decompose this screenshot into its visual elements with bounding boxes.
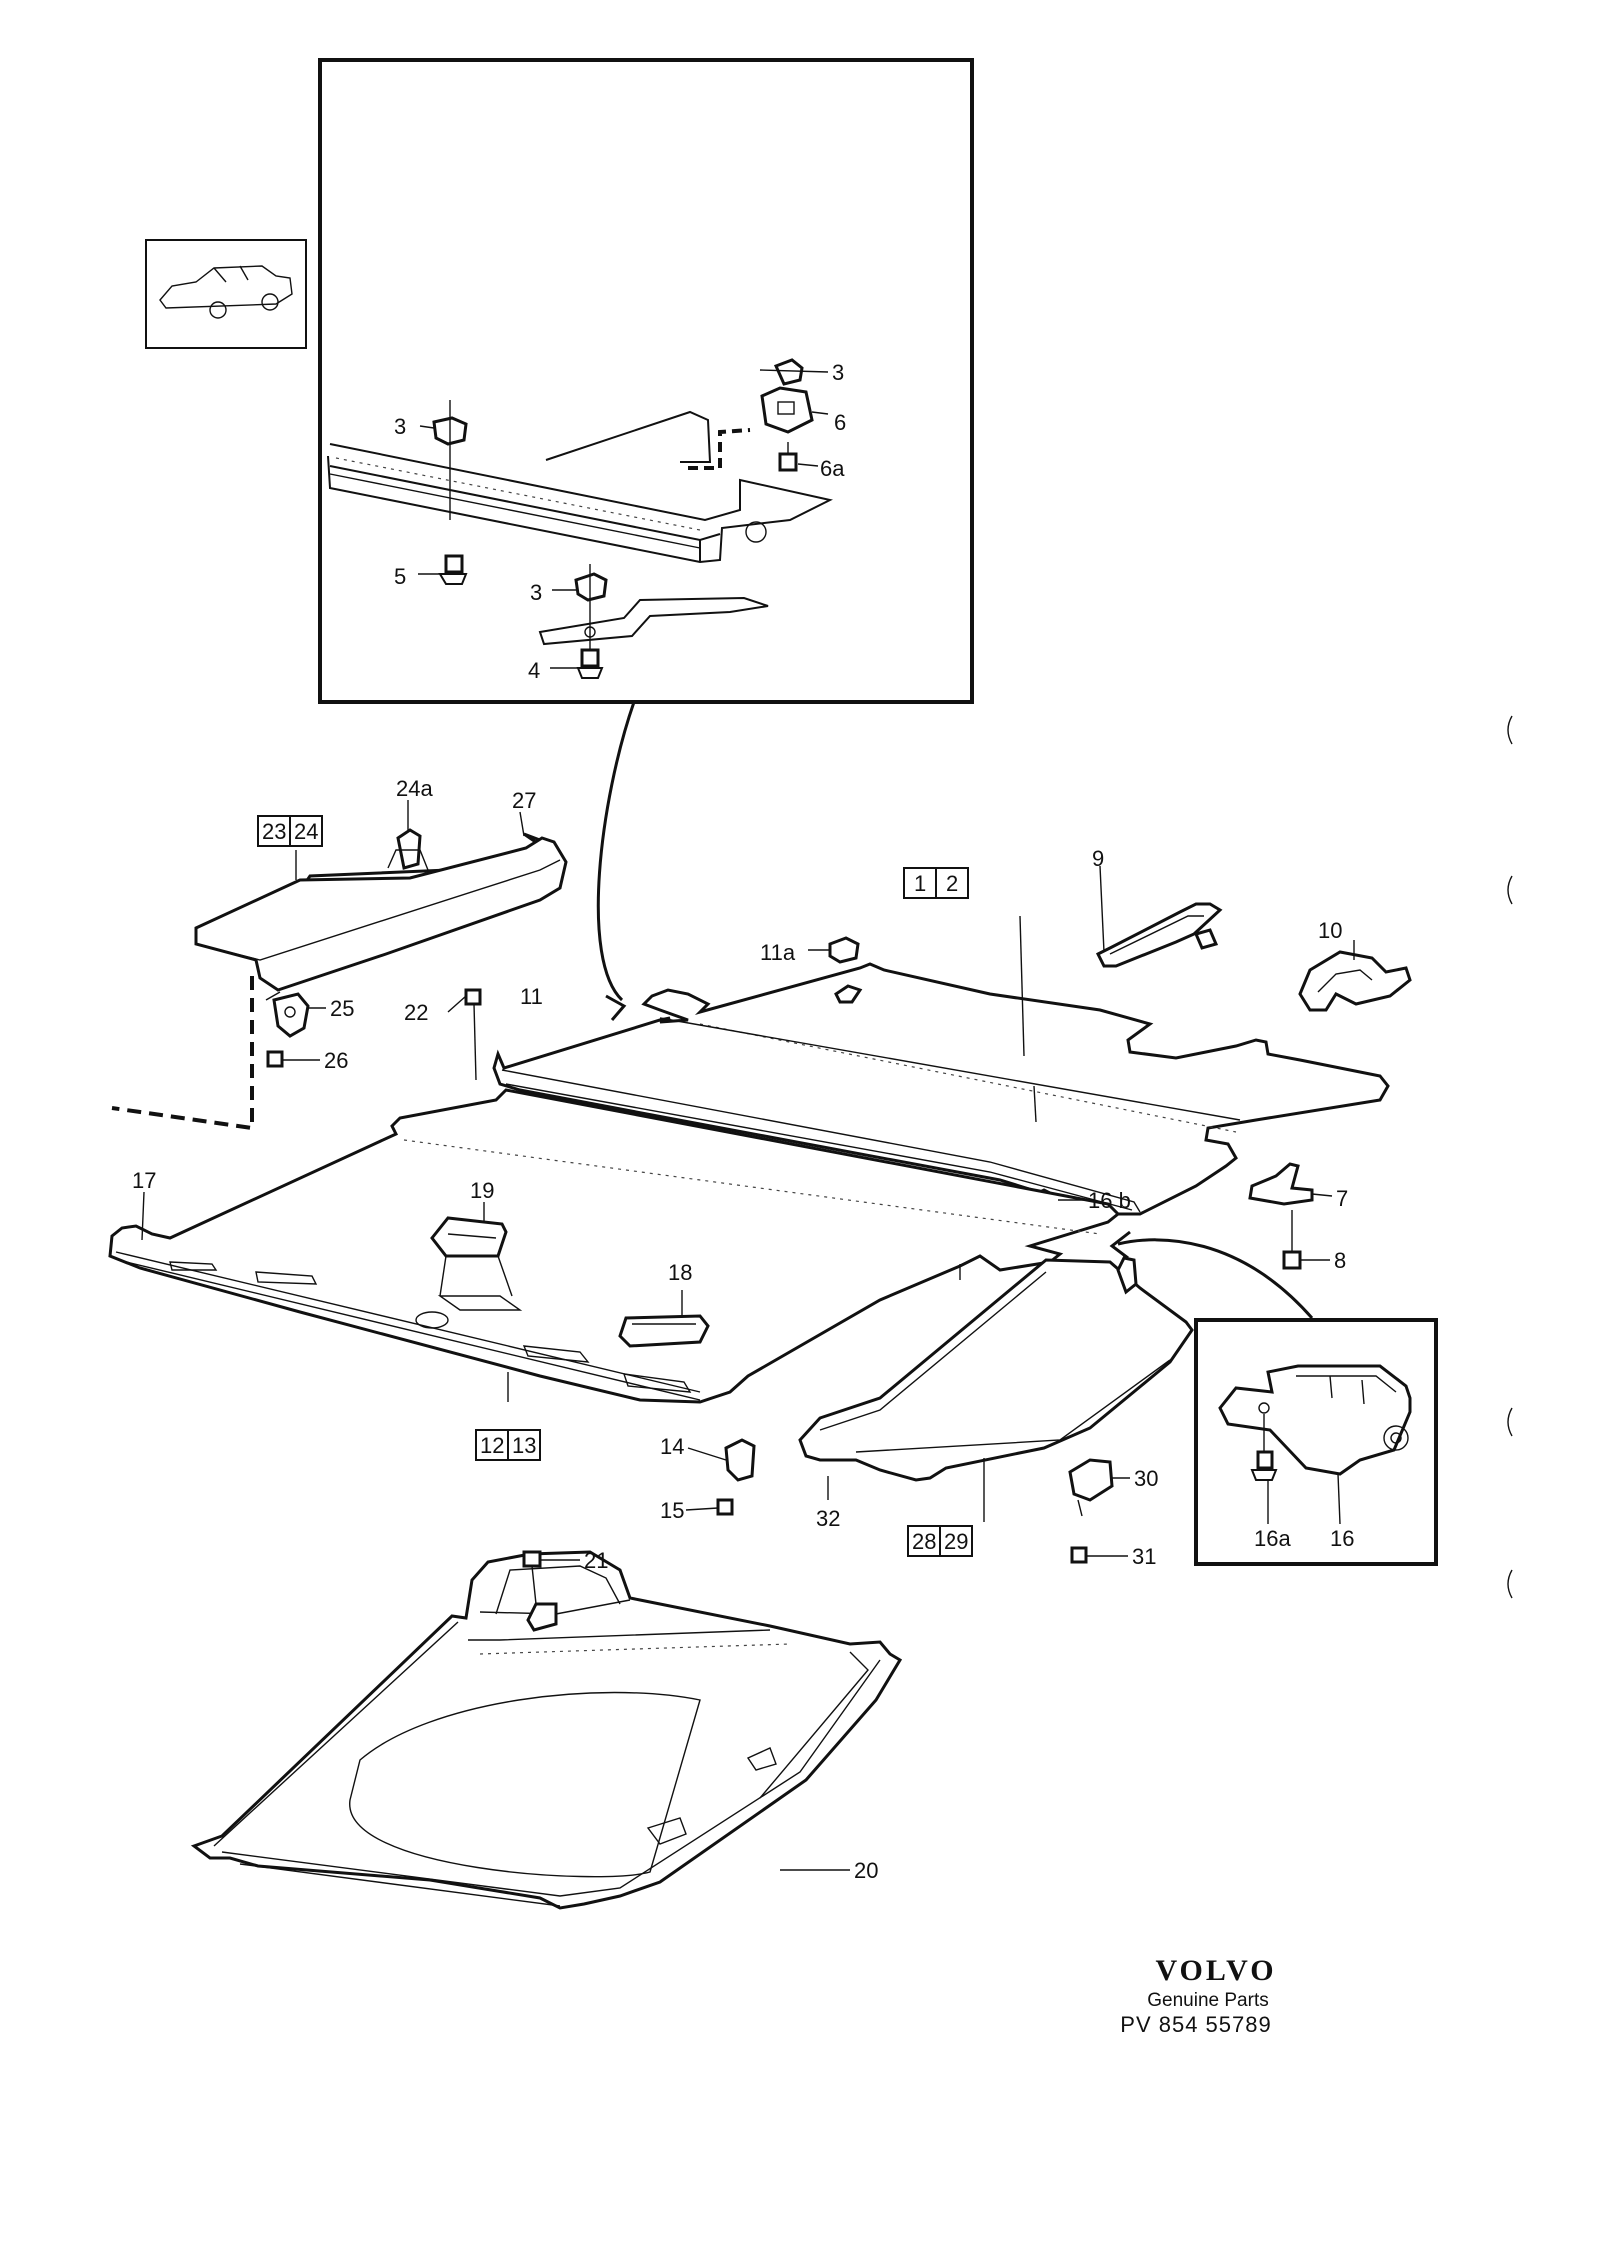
callout-16b: 16 b [1088,1188,1131,1213]
callout-27: 27 [512,788,536,813]
nut-11a [828,936,860,964]
callout-11a: 11a [760,940,796,965]
leader-lines [141,369,1341,1871]
screw-15 [716,1498,734,1516]
callout-6a: 6a [820,456,845,481]
margin-marks [1507,715,1513,1599]
callout-21: 21 [584,1548,608,1573]
floor-panel-rear [492,962,1390,1216]
callout-24a: 24a [396,776,433,801]
callout-30: 30 [1134,1466,1158,1491]
handle-18 [618,1314,710,1348]
strip-9 [1095,902,1223,968]
callout-10: 10 [1318,918,1342,943]
callout-5: 5 [394,564,406,589]
callout-20: 20 [854,1858,878,1883]
callout-32: 32 [816,1506,840,1531]
screw-26 [266,1050,284,1068]
svg-text:1: 1 [914,871,926,896]
callout-15: 15 [660,1498,684,1523]
callout-19: 19 [470,1178,494,1203]
screw-31 [1070,1546,1088,1564]
callout-6: 6 [834,410,846,435]
svg-text:2: 2 [946,871,958,896]
callout-17: 17 [132,1168,156,1193]
callout-16: 16 [1330,1526,1354,1551]
hinge-arrow [1117,1238,1314,1319]
svg-text:28: 28 [912,1529,936,1554]
callout-7: 7 [1336,1186,1348,1211]
screw-8 [1282,1210,1302,1270]
bracket-30 [1068,1458,1114,1517]
callout-box-12-13: 12 13 [475,1429,541,1461]
callout-25: 25 [330,996,354,1021]
callout-box-28-29: 28 29 [907,1525,973,1557]
floor-panel-front [108,1088,1121,1404]
bracket-10 [1298,950,1412,1012]
callout-box-1-2: 1 2 [903,867,969,899]
callout-3-top: 3 [832,360,844,385]
spare-wheel-tray [190,1550,903,1910]
callout-3-left: 3 [394,414,406,439]
callout-26: 26 [324,1048,348,1073]
svg-text:23: 23 [262,819,286,844]
brand-subtitle: Genuine Parts [1147,1990,1268,2011]
bracket-14 [724,1438,756,1482]
callout-11: 11 [520,984,543,1009]
side-panel-right [798,1256,1194,1482]
callout-3-lower: 3 [530,580,542,605]
callout-9: 9 [1092,846,1104,871]
bracket-7 [1248,1162,1314,1206]
callout-16a: 16a [1254,1526,1291,1551]
svg-text:12: 12 [480,1433,504,1458]
inset-detail-hinge [1194,1318,1438,1566]
brand-logo: VOLVO [1155,1954,1276,1987]
callout-14: 14 [660,1434,684,1459]
vehicle-thumbnail [145,239,307,349]
svg-text:24: 24 [294,819,318,844]
svg-text:13: 13 [512,1433,536,1458]
inset-connector-line [596,701,636,1002]
callout-8: 8 [1334,1248,1346,1273]
callout-box-23-24: 23 24 [257,815,323,847]
bracket-25 [265,991,310,1038]
callout-31: 31 [1132,1544,1156,1569]
callout-22: 22 [404,1000,428,1025]
side-panel-left [194,828,568,992]
part-reference-code: PV 854 55789 [1120,2012,1271,2037]
callout-18: 18 [668,1260,692,1285]
inset-detail-rail [318,58,974,704]
callout-4: 4 [528,658,540,683]
svg-text:29: 29 [944,1529,968,1554]
screw-22 [464,988,482,1081]
handle-19 [430,1216,508,1258]
bolt-21 [522,1550,542,1605]
